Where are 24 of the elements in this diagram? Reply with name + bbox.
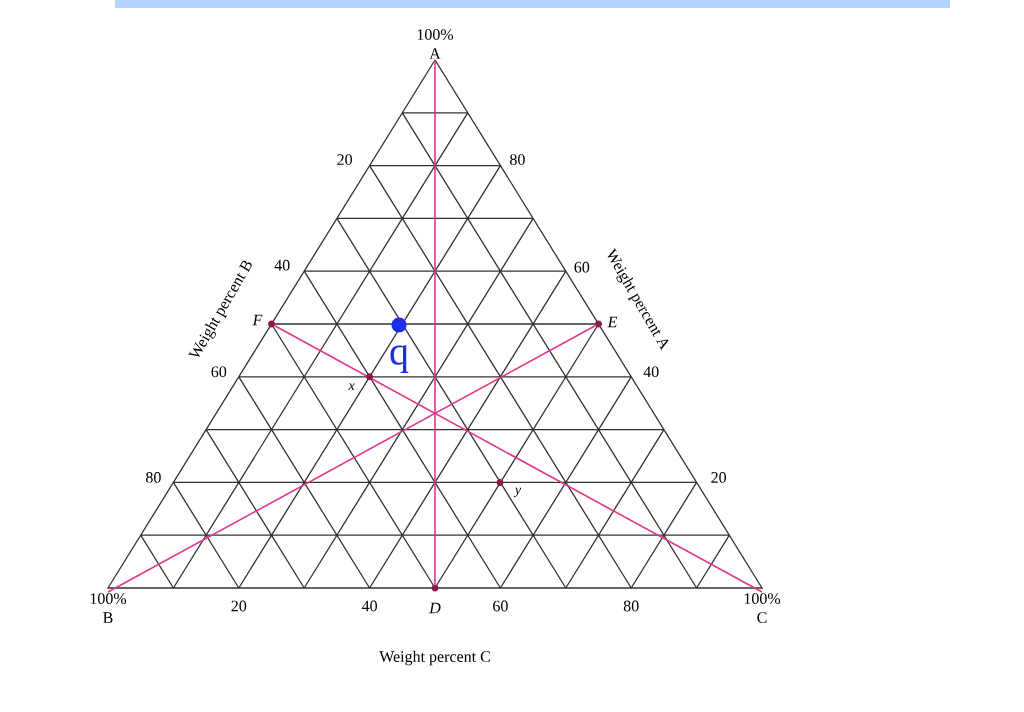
point-letter: D bbox=[429, 602, 441, 614]
tie-line bbox=[434, 59, 436, 586]
tie-line bbox=[107, 324, 597, 593]
tick-label: 20 bbox=[711, 472, 726, 483]
point-letter: E bbox=[607, 316, 618, 328]
point-marker bbox=[595, 320, 602, 328]
point-letter: F bbox=[252, 314, 263, 326]
point-marker bbox=[268, 320, 275, 328]
tick-label: 40 bbox=[643, 366, 659, 378]
tick-label: 60 bbox=[574, 261, 590, 273]
tie-line bbox=[273, 324, 763, 593]
tick-label: 60 bbox=[211, 366, 227, 378]
tick-label: 20 bbox=[231, 600, 247, 612]
tick-label: 80 bbox=[510, 154, 525, 165]
tick-label: 40 bbox=[274, 259, 290, 271]
tick-label: 20 bbox=[337, 154, 352, 165]
vertex-label: 100% A bbox=[417, 29, 454, 59]
tick-label: 80 bbox=[623, 600, 639, 612]
point-marker bbox=[431, 584, 439, 592]
tick-label: 40 bbox=[361, 600, 377, 612]
vertex-label: 100% B bbox=[90, 593, 127, 623]
tick-label: 80 bbox=[146, 472, 161, 483]
vertex-label: 100% C bbox=[744, 593, 781, 623]
tick-label: 60 bbox=[493, 600, 508, 612]
